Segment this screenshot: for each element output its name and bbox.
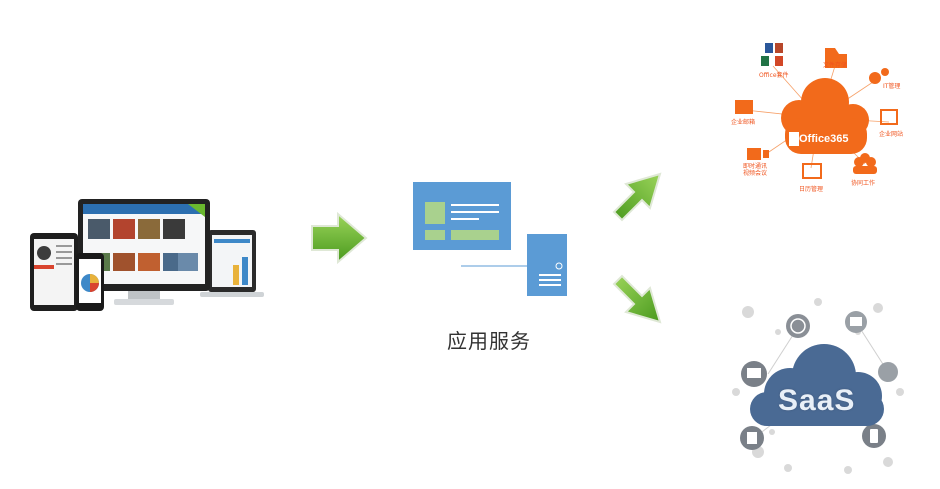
- saas-diagram: SaaS: [728, 292, 908, 476]
- office-suite-label: Office套件: [759, 72, 789, 79]
- it-mgmt-label: IT管理: [883, 83, 901, 90]
- video-meeting-label: 即时通讯 视频会议: [743, 163, 768, 177]
- enterprise-site-label: 企业网站: [879, 131, 904, 138]
- arrow-right-icon: [308, 210, 370, 266]
- devices-illustration: [28, 195, 268, 320]
- collab-label: 协同工作: [851, 180, 876, 187]
- app-service-icon: ✕: [411, 180, 571, 300]
- enterprise-mail-label: 企业邮箱: [731, 119, 756, 126]
- saas-label: SaaS: [778, 384, 856, 417]
- arrow-down-right-icon: [604, 270, 668, 330]
- calendar-label: 日历管理: [799, 186, 824, 193]
- file-storage-label: 文件存储: [823, 62, 848, 69]
- office365-label: Office365: [799, 133, 849, 145]
- app-service-label: 应用服务: [447, 329, 531, 353]
- arrow-up-right-icon: [604, 166, 668, 226]
- office365-diagram: Office365 Office套件 文件存储 IT管理 企业邮箱 企业网站 即…: [725, 38, 915, 198]
